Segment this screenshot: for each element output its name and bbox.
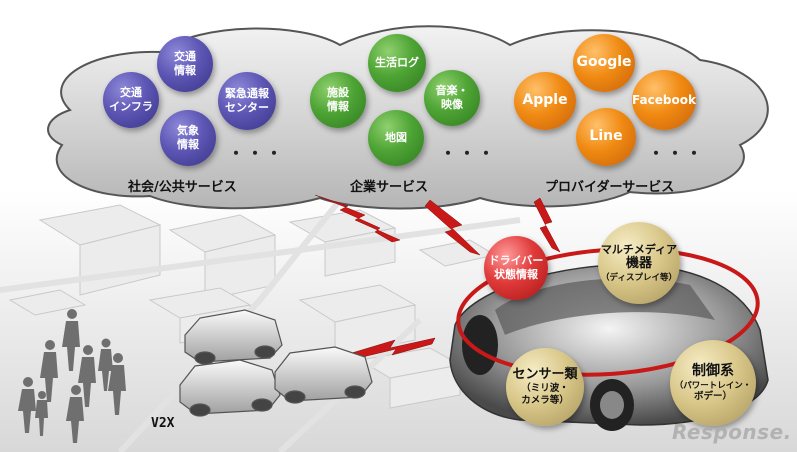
node-life-log: 生活ログ (368, 34, 426, 92)
category-label-provider: プロバイダーサービス (545, 176, 674, 195)
node-apple: Apple (514, 72, 576, 130)
car-icon (180, 360, 280, 416)
ellipsis-social: ・・・ (228, 140, 285, 164)
node-music-video: 音楽・ 映像 (424, 70, 480, 126)
car-icon (275, 347, 372, 403)
car-icon (185, 310, 282, 364)
node-multimedia: マルチメディア 機器 （ディスプレイ等） (598, 222, 680, 304)
category-label-enterprise: 企業サービス (350, 176, 428, 195)
node-map: 地図 (368, 110, 424, 166)
node-facebook: Facebook (632, 70, 696, 130)
node-traffic-info: 交通 情報 (157, 36, 213, 92)
wheel-icon (462, 315, 498, 375)
category-label-social: 社会/公共サービス (128, 176, 237, 195)
watermark: Response. (672, 420, 792, 444)
ellipsis-enterprise: ・・・ (440, 140, 497, 164)
node-facility-info: 施設 情報 (310, 72, 366, 128)
node-sensors: センサー類 （ミリ波・ カメラ等） (506, 348, 584, 426)
ellipsis-provider: ・・・ (648, 140, 705, 164)
node-line: Line (576, 108, 636, 166)
node-weather-info: 気象 情報 (160, 110, 216, 166)
v2x-label: V2X (151, 416, 174, 431)
node-google: Google (573, 34, 635, 92)
node-emergency-center: 緊急通報 センター (218, 72, 276, 130)
node-control-system: 制御系 （パワートレイン・ ボデー） (670, 340, 756, 426)
node-traffic-infra: 交通 インフラ (103, 72, 159, 128)
node-driver-state: ドライバー 状態情報 (484, 236, 548, 300)
